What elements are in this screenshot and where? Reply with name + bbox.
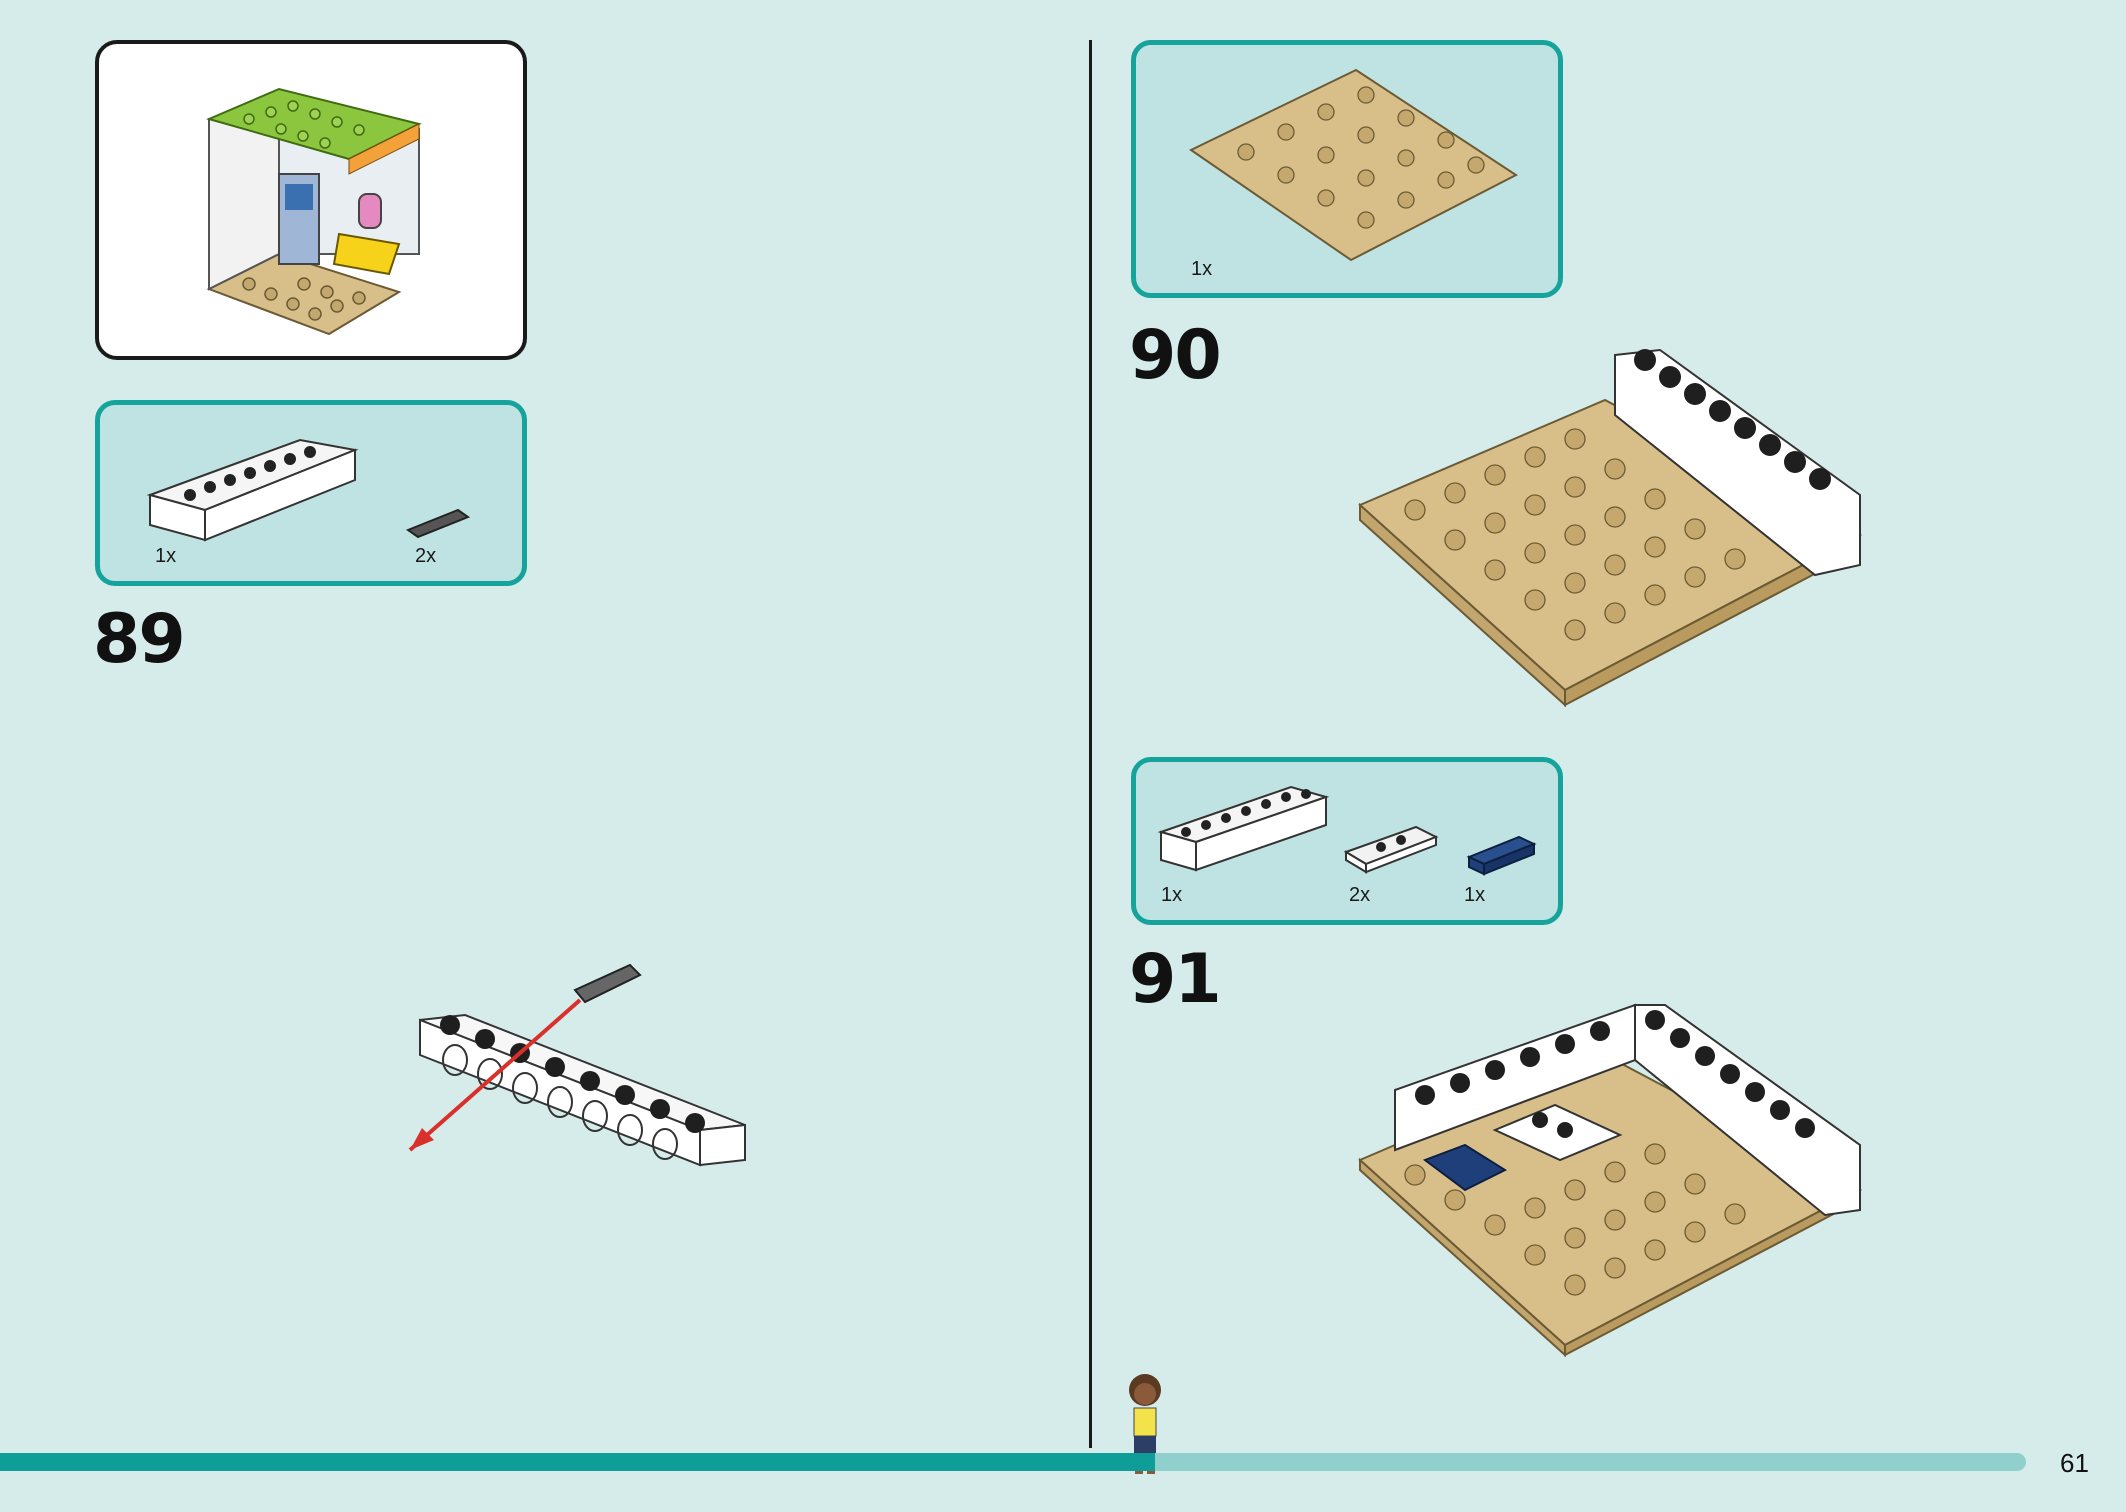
parts-list-step-91: 1x 2x 1x (1131, 757, 1563, 925)
part-quantity: 1x (1464, 884, 1486, 906)
navy-grille-tile-part (1466, 835, 1537, 876)
page-divider (1089, 40, 1092, 1448)
tan-plate-part (1189, 68, 1518, 262)
part-quantity: 1x (1161, 884, 1183, 906)
part-quantity: 2x (1349, 884, 1371, 906)
part-quantity: 2x (415, 545, 437, 567)
step-89-illustration (408, 963, 746, 1167)
technic-beam-part (146, 438, 359, 542)
step-number: 89 (93, 600, 186, 679)
technic-pin-part (405, 508, 471, 539)
progress-bar-fill (0, 1453, 1155, 1471)
part-quantity: 1x (155, 545, 177, 567)
step-90-illustration (1358, 348, 1863, 708)
parts-list-step-89: 1x 2x (95, 400, 527, 586)
progress-bar (0, 1453, 2026, 1471)
step-91-illustration (1358, 1003, 1863, 1358)
model-preview-box (95, 40, 527, 360)
minifigure-icon (1129, 1374, 1161, 1474)
technic-beam-part (1157, 785, 1330, 872)
page-number: 61 (2060, 1448, 2089, 1478)
step-number: 91 (1129, 940, 1222, 1019)
part-quantity: 1x (1191, 258, 1213, 280)
step-number: 90 (1129, 316, 1222, 395)
parts-list-step-90: 1x (1131, 40, 1563, 298)
model-preview-image (206, 87, 422, 336)
white-plate-part (1343, 825, 1439, 874)
